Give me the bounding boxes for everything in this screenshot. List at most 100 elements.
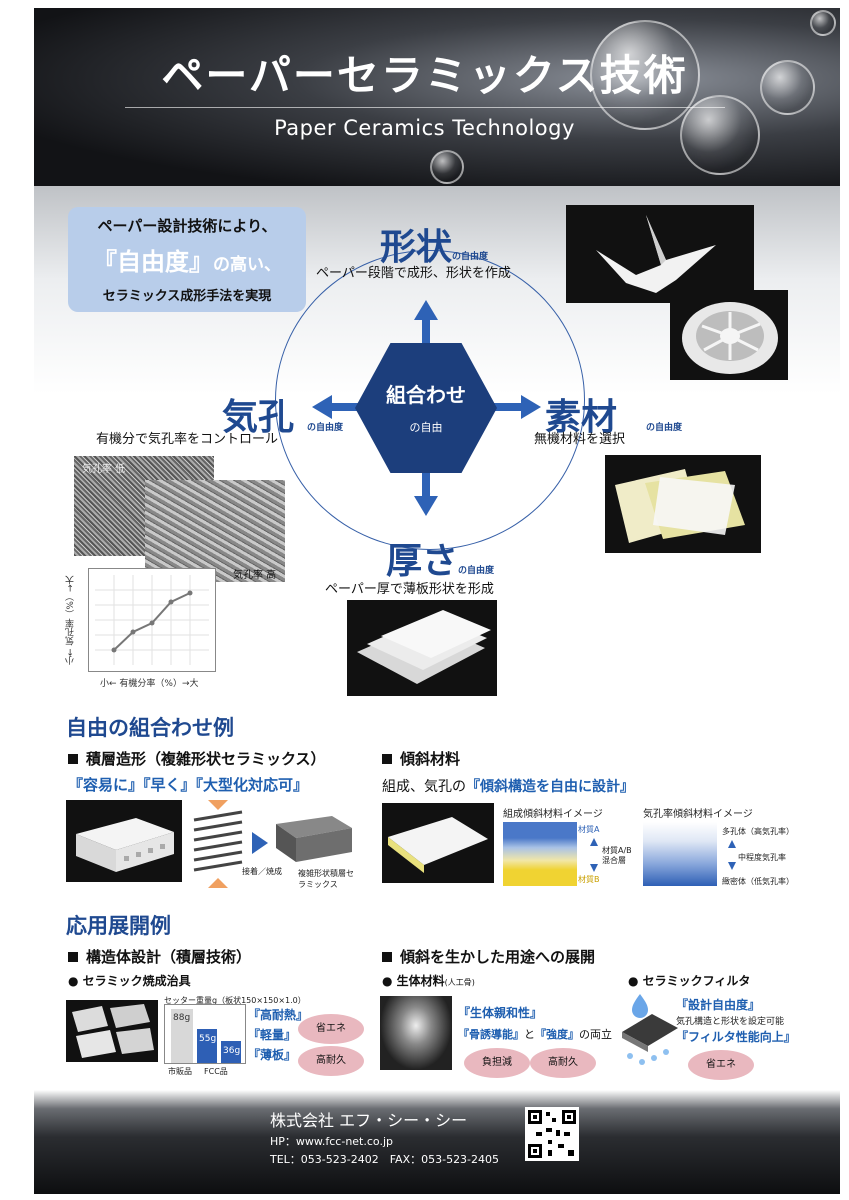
square-bullet-icon [382, 952, 392, 962]
ceramic-wheel-photo [670, 290, 788, 380]
footer-background [34, 1090, 840, 1194]
filter-image [620, 992, 680, 1068]
bio-feat2c: 『強度』 [535, 1028, 579, 1041]
material-desc: 無機材料を選択 [534, 432, 626, 447]
lamination-title-text: 積層造形（複雑形状セラミックス） [86, 750, 326, 768]
micrograph-high-label: 気孔率 高 [233, 570, 277, 581]
thin-sheet-icon [357, 610, 491, 684]
comp-gradient-title: 組成傾斜材料イメージ [503, 809, 603, 820]
company-contact: TEL：053-523-2402 FAX：053-523-2405 [270, 1153, 500, 1166]
bio-item: ● 生体材料(人工骨) [382, 974, 475, 988]
bio-item-text: 生体材料 [396, 974, 445, 988]
bar-fcc2 [221, 1041, 241, 1063]
square-bullet-icon [68, 952, 78, 962]
bubble-decoration [430, 150, 464, 184]
title-divider [125, 107, 725, 108]
page-title: ペーパーセラミックス技術 [161, 51, 688, 100]
shape-suffix: の自由度 [452, 252, 489, 262]
bar-fcc2-label: 36g [223, 1046, 241, 1056]
thickness-title-text: 厚さ [386, 541, 459, 582]
laminated-result-icon [276, 816, 352, 862]
comp-gradient-image [503, 822, 577, 886]
intro-line2: 『自由度』の高い、 [68, 242, 306, 277]
setter-photo [66, 1000, 158, 1062]
data-point [111, 647, 117, 653]
laminated-result-diagram [272, 814, 356, 866]
pore-desc: 有機分で気孔率をコントロール [96, 432, 279, 447]
filter-feat1: 『設計自由度』 [676, 998, 761, 1012]
data-point [168, 599, 174, 605]
arrow-up-small-icon [590, 838, 598, 846]
gradient-title: 傾斜材料 [382, 748, 460, 769]
intro-line3: セラミックス成形手法を実現 [102, 289, 272, 304]
sheet-material-photo [605, 455, 761, 553]
setter-feat1: 『高耐熱』 [248, 1008, 309, 1022]
lamination-block-photo [66, 800, 182, 882]
data-point [130, 629, 136, 635]
square-bullet-icon [382, 754, 392, 764]
bar-fcc1 [197, 1029, 217, 1063]
arrow-right-icon [521, 395, 541, 419]
chart-ylabel: 小← 気孔率（%）→大 [66, 575, 76, 665]
arrow-left-icon [312, 395, 332, 419]
freedom-circle [275, 250, 585, 550]
arrow-up-small-icon [728, 840, 736, 848]
gradient-sheet-icon [388, 817, 488, 873]
gradient-text-prefix: 組成、気孔の [382, 779, 466, 795]
bio-feat2: 『骨誘導能』と『強度』の両立 [458, 1026, 612, 1042]
bio-feat2b: と [524, 1028, 535, 1041]
bio-item-small: (人工骨) [444, 978, 475, 987]
pore-mid-label: 中程度気孔率 [738, 853, 786, 862]
sheet-material-icon [615, 469, 745, 543]
bio-durable-badge: 高耐久 [530, 1048, 596, 1078]
lamination-highlight: 『容易に』『早く』『大型化対応可』 [68, 776, 309, 794]
qr-code-icon[interactable] [525, 1107, 579, 1161]
bar-fcc1-label: 55g [199, 1034, 217, 1044]
paper-crane-photo [566, 205, 754, 303]
bio-feat2d: の両立 [579, 1028, 612, 1041]
shape-title-text: 形状 [380, 227, 453, 268]
arrow-up-icon [414, 300, 438, 320]
material-suffix: の自由度 [646, 423, 683, 433]
bubble-decoration [810, 10, 836, 36]
bio-feat1: 『生体親和性』 [458, 1006, 543, 1020]
pore-chart-svg [95, 575, 209, 665]
micrograph-high: 気孔率 高 [145, 480, 285, 582]
layer-stack-icon [193, 800, 243, 888]
durable-badge: 高耐久 [298, 1046, 364, 1076]
gradient-text-highlight: 『傾斜構造を自由に設計』 [466, 779, 634, 795]
setter-item: ● セラミック焼成治具 [68, 974, 191, 988]
arrow-down-icon [414, 496, 438, 516]
pore-high-label: 多孔体（高気孔率） [722, 827, 794, 836]
energy-badge: 省エネ [298, 1014, 364, 1044]
filter-desc: 気孔構造と形状を設定可能 [676, 1017, 785, 1027]
page-subtitle: Paper Ceramics Technology [274, 116, 575, 140]
apps-section-title: 応用展開例 [66, 914, 171, 938]
market-label: 市販品 [168, 1067, 192, 1076]
thickness-desc: ペーパー厚で薄板形状を形成 [325, 582, 494, 597]
center-sublabel: の自由 [409, 421, 443, 434]
square-bullet-icon [68, 754, 78, 764]
gradient-use-title-text: 傾斜を生かした用途への展開 [400, 948, 596, 966]
pore-title: 気孔 [222, 397, 295, 438]
mat-mix-label: 材質A/B 混合層 [602, 846, 632, 865]
bar-market-label: 88g [173, 1013, 191, 1023]
arrow-down-shaft [422, 470, 430, 498]
bubble-decoration [590, 20, 700, 130]
material-title: 素材 [545, 397, 618, 438]
center-label: 組合わせ [386, 383, 466, 407]
arrow-right-shaft [493, 403, 523, 411]
ceramic-wheel-icon [682, 302, 778, 374]
gradient-sheet-photo [382, 803, 494, 883]
thickness-suffix: の自由度 [458, 566, 495, 576]
arrow-down-small-icon [590, 864, 598, 872]
structure-title: 構造体設計（積層技術） [68, 946, 251, 967]
micrograph-low-label: 気孔率 低 [82, 464, 126, 475]
arrow-down-small-icon [728, 862, 736, 870]
filter-item-text: セラミックフィルタ [642, 974, 751, 988]
company-homepage[interactable]: HP：www.fcc-net.co.jp [270, 1135, 393, 1148]
setter-chart-caption: セッター重量g（板状150×150×1.0） [164, 996, 306, 1005]
mat-b-label: 材質B [578, 875, 600, 884]
join-label: 接着／焼成 [242, 867, 282, 876]
